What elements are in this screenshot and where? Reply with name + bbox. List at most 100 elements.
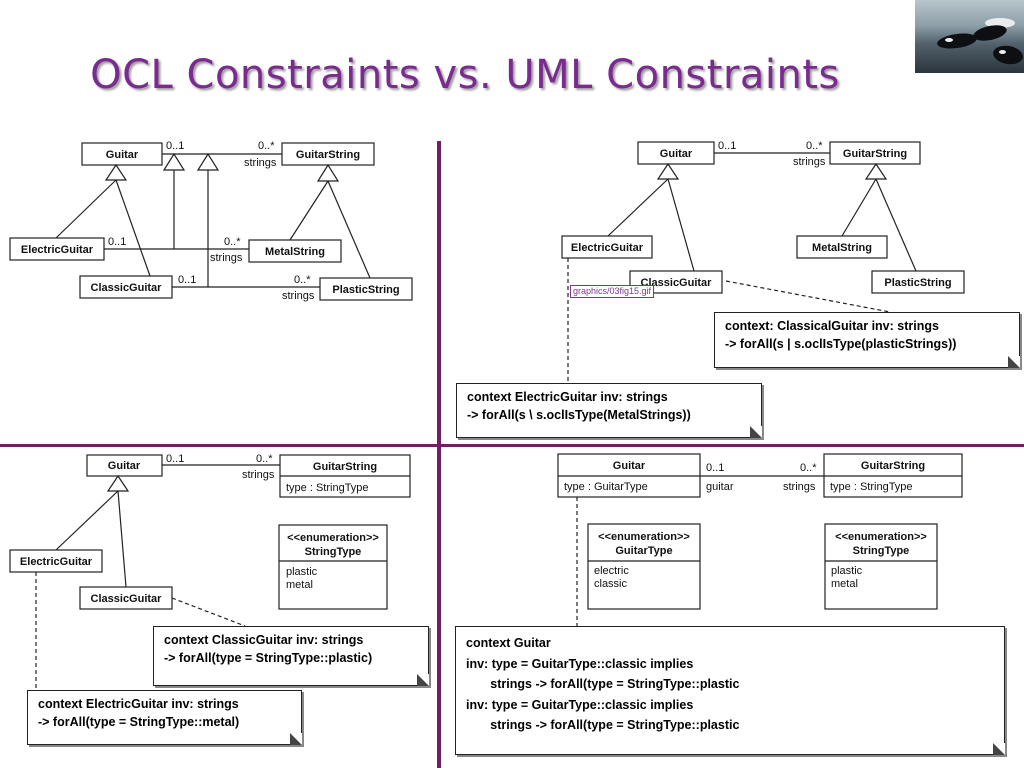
q2-note-anchor-classic [725,280,891,313]
q1-guitar-label: Guitar [106,149,139,161]
q1-inherit-line [327,180,371,279]
note-line: context ElectricGuitar inv: strings [467,390,668,404]
q2-inherit-line [841,178,877,237]
q3-enum-name: StringType [305,546,362,558]
q3-mult-label: 0..* [256,453,273,465]
q4-enum2-value: metal [831,578,858,590]
q1-mult-label: 0..* [258,140,275,152]
q3-guitar-label: Guitar [108,460,141,472]
note-fold-corner [993,743,1005,755]
note-fold-corner [1008,356,1020,368]
q3-electricguitar-label: ElectricGuitar [20,556,93,568]
note-line: context ClassicGuitar inv: strings [164,633,364,647]
vertical-divider [437,141,441,768]
q4-stringtype-enum-box [824,523,938,610]
q4-enum2-value: plastic [831,565,863,577]
q4-guitartype-enum-box [587,523,701,610]
q1-mult-label: 0..1 [108,236,126,248]
q1-inherit-line [289,180,329,241]
q3-stringtype-enum-box [278,524,388,610]
q3-inherit-line [117,490,127,588]
q2-generalization-arrow [864,162,888,180]
q3-enum-value: metal [286,579,313,591]
note-line: context: ClassicalGuitar inv: strings [725,319,939,333]
q1-plasticstring-box [319,277,413,301]
q4-enum1-stereotype: <<enumeration>> [598,531,690,543]
q2-classicguitar-label: ClassicGuitar [641,277,713,289]
q4-mult-label: 0..* [800,462,817,474]
q2-guitarstring-label: GuitarString [843,148,907,160]
q1-inherit-line [55,179,117,239]
q1-classicguitar-label: ClassicGuitar [91,282,163,294]
q4-enum2-stereotype: <<enumeration>> [835,531,927,543]
q4-role-label: strings [783,481,816,493]
q1-electricguitar-label: ElectricGuitar [21,244,94,256]
note-line: -> forAll(type = StringType::metal) [38,715,240,729]
splash-shape [985,18,1015,28]
q3-enum-stereotype: <<enumeration>> [287,532,379,544]
q3-enum-value: plastic [286,566,318,578]
orca-spot-shape [945,38,953,42]
q1-generalization-arrow [162,152,186,171]
q1-inherit-line [115,179,151,277]
q4-enum2-name: StringType [853,545,910,557]
note-line: -> forAll(type = StringType::plastic) [164,651,373,665]
q3-note-electric: context ElectricGuitar inv: strings -> f… [27,690,302,745]
note-fold-corner [290,733,302,745]
note-fold-corner [417,674,429,686]
q3-generalization-arrow [106,474,130,492]
q4-enum1-name: GuitarType [615,545,672,557]
q2-inherit-line [607,178,669,237]
note-line: inv: type = GuitarType::classic implies [466,697,694,712]
note-line: inv: type = GuitarType::classic implies [466,656,694,671]
q2-role-label: strings [793,156,826,168]
q3-note-anchor-classic [171,597,246,627]
q1-metalstring-label: MetalString [265,246,325,258]
q1-role-label: strings [244,157,277,169]
q4-guitarstring-attr: type : StringType [830,481,913,493]
figure-link[interactable]: graphics/03fig15.gif [570,285,655,298]
q2-generalization-arrow [656,162,680,180]
q1-generalization-arrow [316,163,340,182]
q3-guitarstring-attr: type : StringType [286,482,369,494]
q1-generalization-arrow [104,163,128,181]
note-line: strings -> forAll(type = StringType::pla… [466,677,740,691]
q2-guitar-label: Guitar [660,148,693,160]
note-line: -> forAll(s | s.oclIsType(plasticStrings… [725,337,957,351]
q1-mult-label: 0..* [224,236,241,248]
q2-note-classic: context: ClassicalGuitar inv: strings ->… [714,312,1020,368]
q2-mult-label: 0..1 [718,140,736,152]
q1-mult-label: 0..* [294,274,311,286]
note-line: -> forAll(s \ s.oclIsType(MetalStrings)) [467,408,691,422]
q3-mult-label: 0..1 [166,453,184,465]
q3-guitarstring-label: GuitarString [313,461,377,473]
q1-guitarstring-label: GuitarString [296,149,360,161]
q4-enum1-value: electric [594,565,629,577]
note-fold-corner [750,426,762,438]
q2-inherit-line [875,178,917,272]
q4-mult-label: 0..1 [706,462,724,474]
q1-metalstring-box [248,239,342,263]
orca-photo-icon [915,0,1024,73]
q4-guitar-attr: type : GuitarType [564,481,648,493]
q1-role-label: strings [210,252,243,264]
note-line: context ElectricGuitar inv: strings [38,697,239,711]
q1-generalization-arrow [196,152,220,171]
q3-role-label: strings [242,469,275,481]
q2-note-electric: context ElectricGuitar inv: strings -> f… [456,383,762,438]
q4-role-label: guitar [706,481,734,493]
q4-guitarstring-label: GuitarString [861,460,925,472]
q2-electricguitar-box [561,235,653,259]
q4-enum1-value: classic [594,578,628,590]
note-line: context Guitar [466,636,551,650]
q1-plasticstring-label: PlasticString [332,284,399,296]
note-line: strings -> forAll(type = StringType::pla… [466,718,740,732]
q3-inherit-line [55,490,119,551]
q2-electricguitar-label: ElectricGuitar [571,242,644,254]
q2-plasticstring-label: PlasticString [884,277,951,289]
q2-plasticstring-box [871,270,965,294]
q1-role-label: strings [282,290,315,302]
q4-guitar-label: Guitar [613,460,646,472]
q3-classicguitar-label: ClassicGuitar [91,593,163,605]
